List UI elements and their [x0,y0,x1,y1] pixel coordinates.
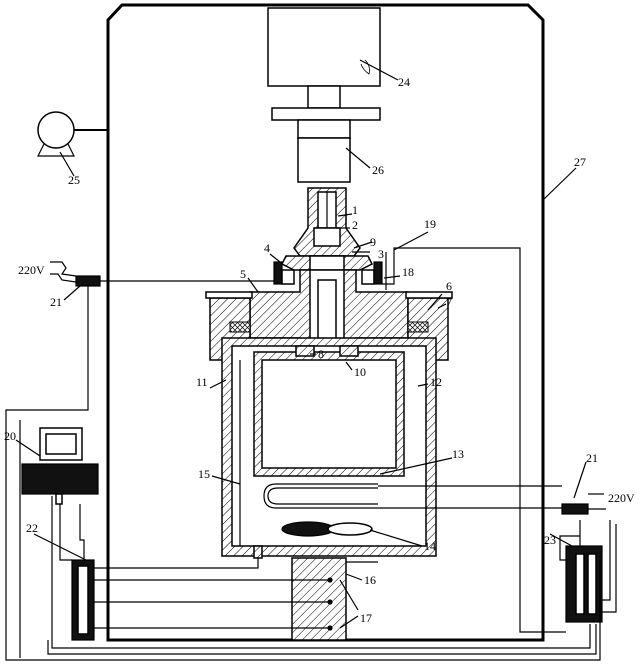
motor [267,7,381,121]
outer-enclosure [106,3,545,642]
label-22: 22 [26,521,38,535]
heating-ring [273,261,283,285]
label-1: 1 [352,203,358,217]
label-16: 16 [364,573,376,587]
vessel-lid [205,269,453,383]
label-14: 14 [424,539,436,553]
heater-coil [263,483,378,509]
label-18: 18 [402,265,414,279]
label-19: 19 [424,217,436,231]
vacuum-pump [37,111,108,157]
label-12: 12 [430,375,442,389]
label-20: 20 [4,429,16,443]
label-24: 24 [398,75,410,89]
stir-bar-light [327,522,373,536]
leader-lines [15,59,587,629]
label-10: 10 [354,365,366,379]
computer [21,427,99,505]
relay-left [75,275,101,287]
label-9: 9 [370,235,376,249]
label-27: 27 [574,155,586,169]
label-7: 7 [446,295,452,309]
label-4: 4 [264,241,270,255]
relay-right [561,503,589,515]
label-11: 11 [196,375,208,389]
label-6: 6 [446,279,452,293]
label-15: 15 [198,467,210,481]
wiring [5,247,617,661]
voltage-right: 220V [608,491,635,505]
magnetic-base [291,557,347,641]
coupling [297,119,351,183]
label-21b: 21 [586,451,598,465]
voltage-left: 220V [18,263,45,277]
spindle-assembly [280,187,374,273]
label-17: 17 [360,611,372,625]
label-23: 23 [544,533,556,547]
label-25: 25 [68,173,80,187]
label-3: 3 [378,247,384,261]
controller-right [565,545,603,623]
label-5: 5 [240,267,246,281]
label-2: 2 [352,218,358,232]
label-13: 13 [452,447,464,461]
controller-left [71,559,95,641]
inner-container [253,345,405,477]
stir-bar-dark [281,521,335,537]
label-21a: 21 [50,295,62,309]
label-26: 26 [372,163,384,177]
label-8: 8 [318,347,324,361]
